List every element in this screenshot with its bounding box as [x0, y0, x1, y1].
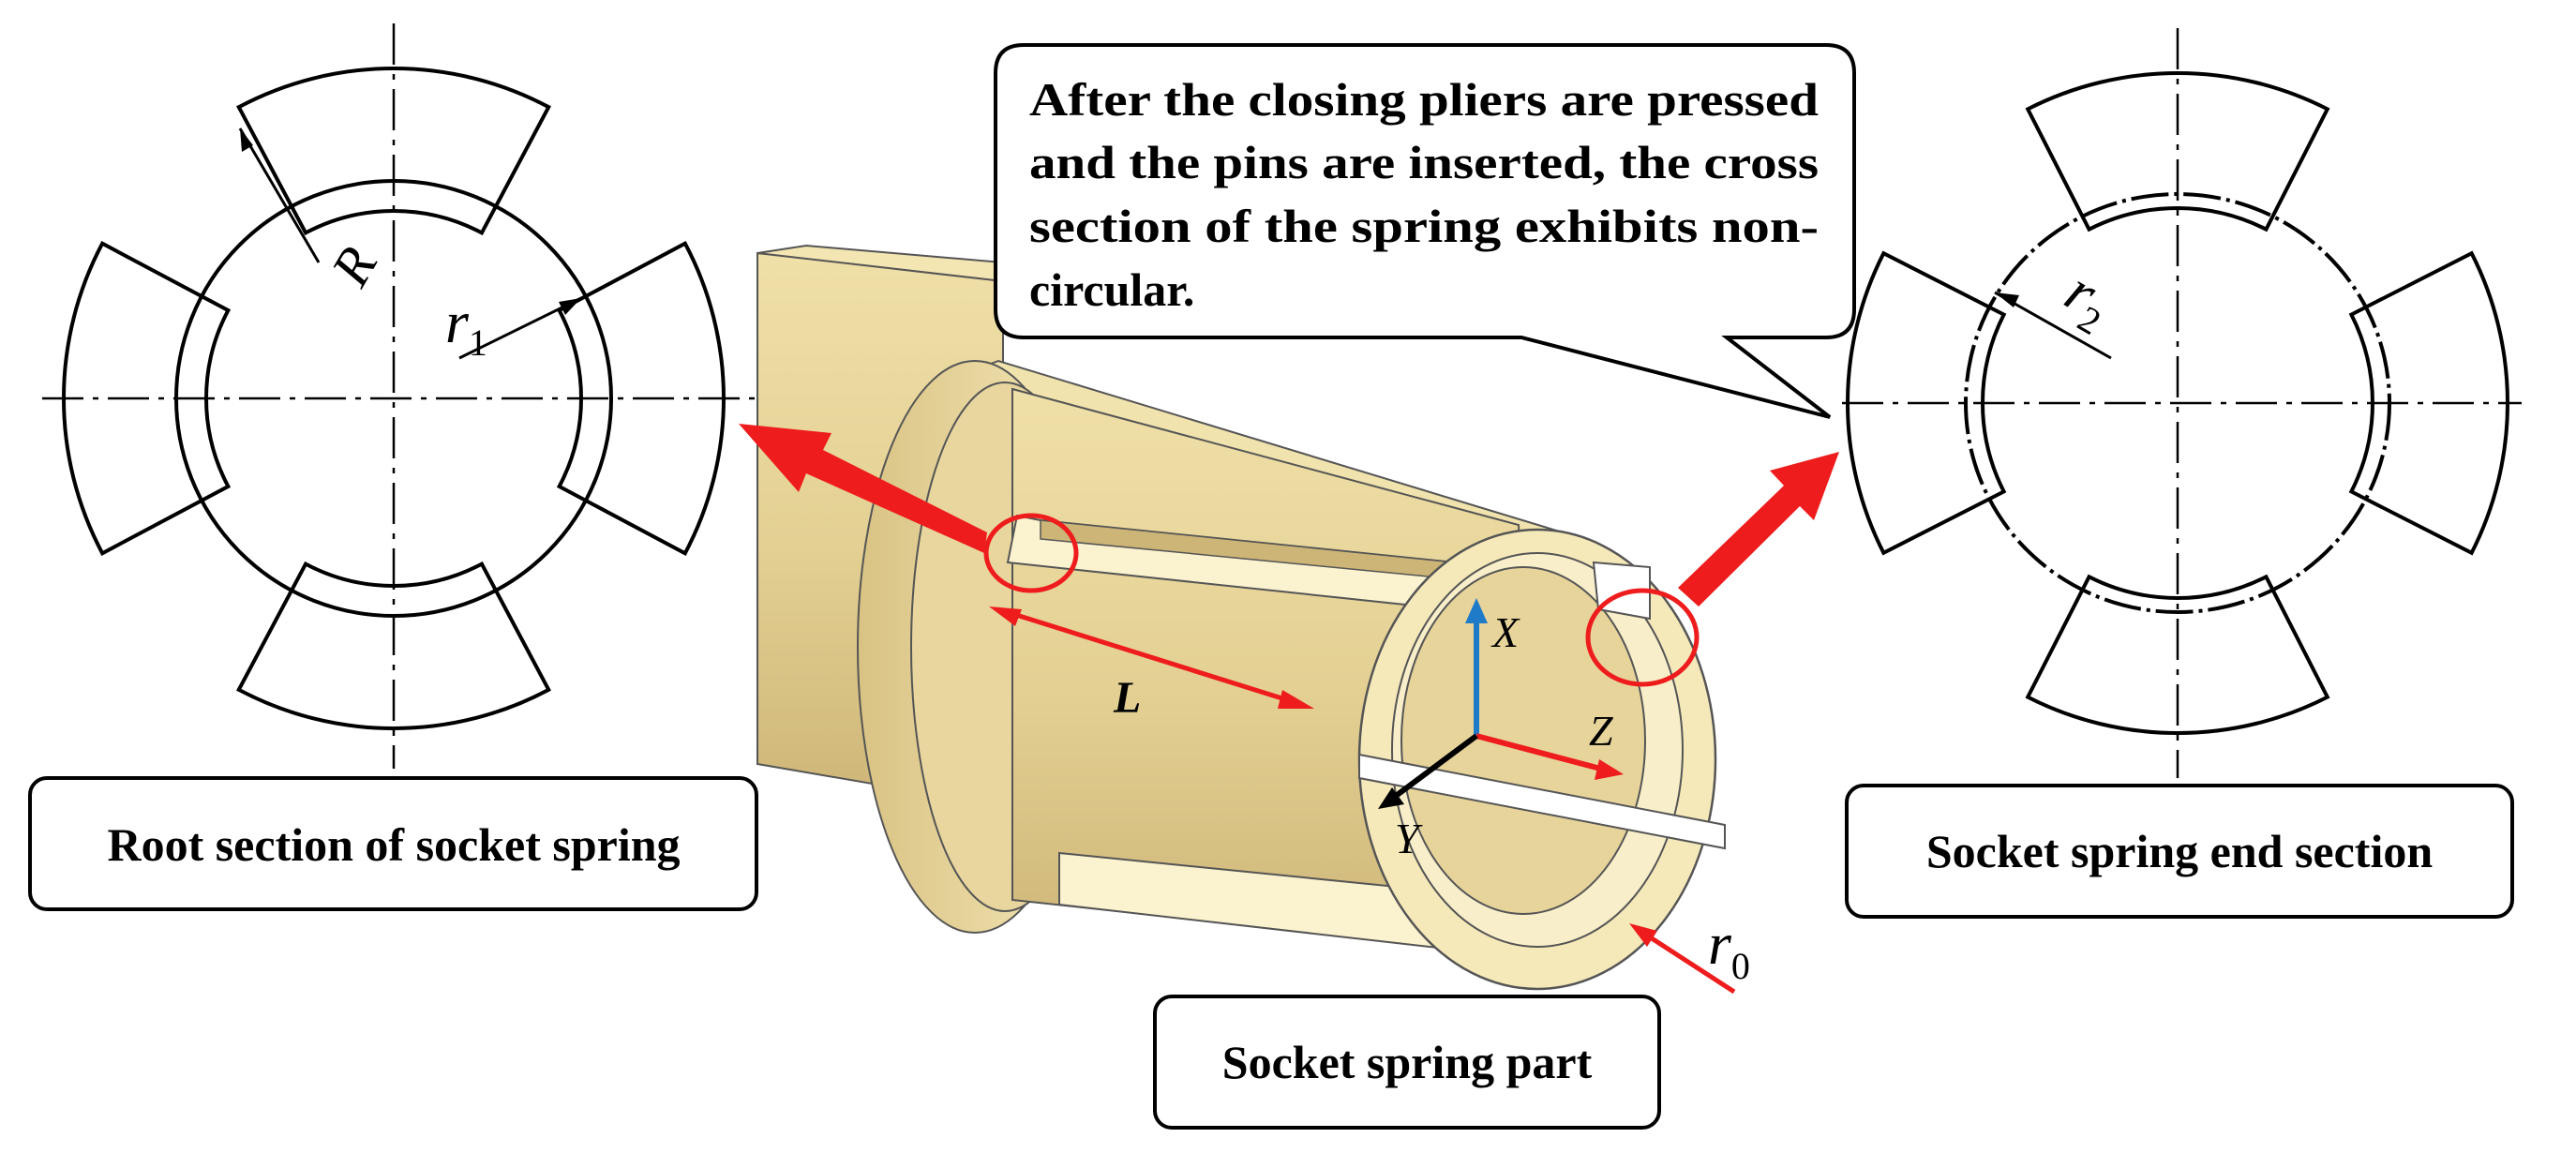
end-caption: Socket spring end section	[1926, 825, 2434, 877]
callout-line-1: After the closing pliers are pressed	[1029, 73, 1819, 126]
L-dimension: L	[989, 606, 1314, 723]
y-axis-arrowhead	[1378, 787, 1404, 809]
spring-end-slot	[1358, 753, 1726, 850]
root-caption-box: Root section of socket spring	[28, 776, 758, 911]
r1-dimension-line	[458, 296, 582, 360]
z-axis	[1475, 733, 1609, 773]
y-axis	[1390, 733, 1478, 801]
r2-dimension-arrowhead	[1995, 292, 2019, 307]
callout-line-2: and the pins are inserted, the cross	[1029, 136, 1819, 188]
end-caption-box: Socket spring end section	[1845, 784, 2514, 919]
root-caption: Root section of socket spring	[107, 818, 680, 871]
root-section-drawing: R r1	[42, 23, 764, 769]
root-highlight-circle	[983, 513, 1079, 593]
coordinate-axes: X Z Y	[1378, 598, 1624, 862]
X-label: X	[1490, 608, 1520, 656]
Y-label: Y	[1395, 815, 1423, 862]
r1-dimension-arrowhead	[559, 298, 581, 315]
end-highlight-circle	[1585, 588, 1700, 687]
end-section-drawing: r2	[1842, 28, 2522, 778]
end-segment-top	[2025, 71, 2330, 232]
part-caption: Socket spring part	[1222, 1036, 1593, 1088]
arrow-to-end-section	[1678, 452, 1839, 606]
spring-end-bore	[1400, 566, 1646, 915]
callout-bubble: After the closing pliers are pressed and…	[994, 43, 1856, 419]
r0-pointer: r0	[1629, 910, 1750, 995]
Z-label: Z	[1589, 707, 1613, 755]
r1-label: r1	[445, 289, 487, 364]
L-label: L	[1113, 673, 1141, 723]
callout-line-4: circular.	[1029, 263, 1194, 316]
r0-label: r0	[1708, 910, 1750, 987]
R-label: R	[319, 236, 389, 296]
socket-spring-part	[756, 244, 1726, 991]
R-dimension-line	[238, 127, 321, 263]
spring-end-upper-gap	[1592, 561, 1651, 621]
arrow-to-root-section	[739, 424, 987, 553]
part-caption-box: Socket spring part	[1153, 995, 1661, 1130]
end-segment-right	[2348, 250, 2509, 556]
callout-line-3: section of the spring exhibits non-	[1029, 200, 1819, 252]
x-axis-arrowhead	[1465, 598, 1488, 623]
R-dimension-arrowhead	[240, 128, 253, 152]
z-axis-arrowhead	[1595, 759, 1624, 780]
root-segment-top	[236, 67, 551, 236]
end-section-segments	[1846, 71, 2509, 735]
